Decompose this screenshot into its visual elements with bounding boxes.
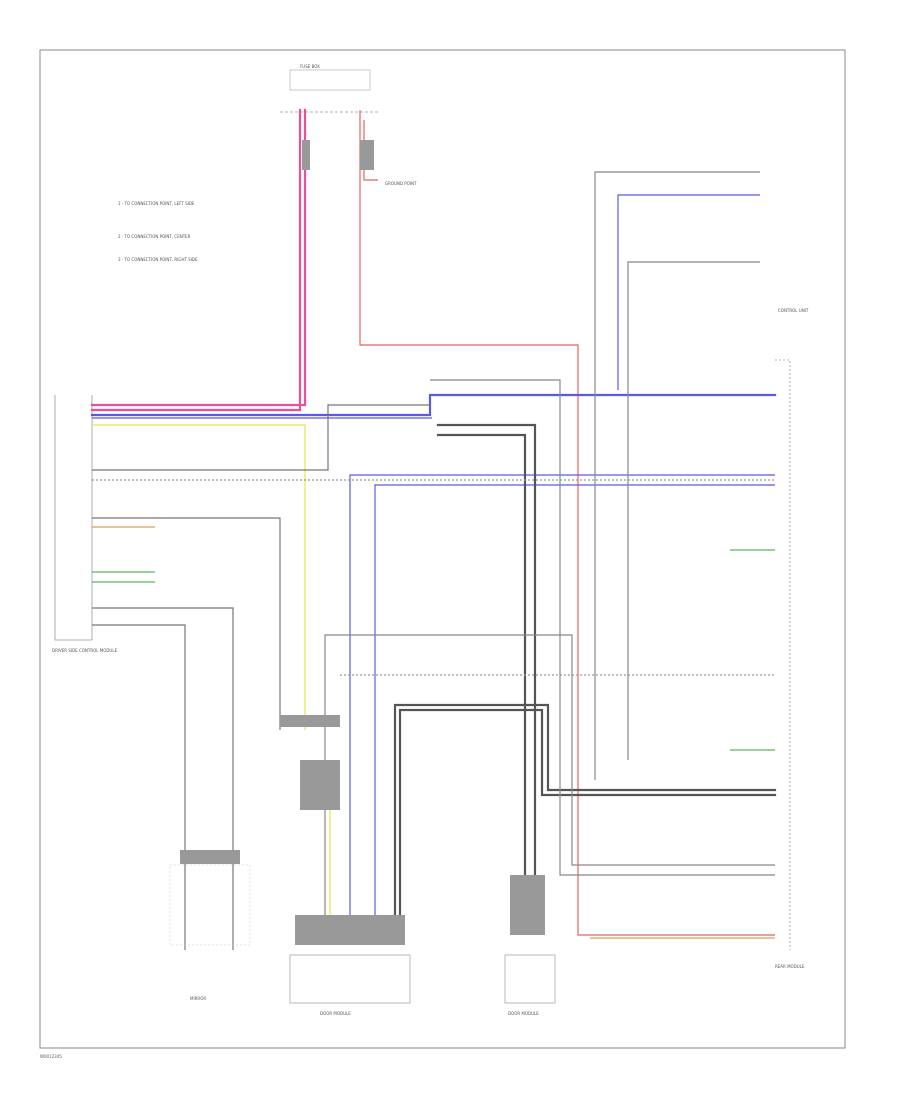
legend: 1 - TO CONNECTION POINT, LEFT SIDE 2 - T… bbox=[118, 201, 198, 262]
wire-red bbox=[359, 110, 775, 936]
right-control-unit: CONTROL UNIT REAR MODULE bbox=[775, 308, 809, 969]
right-control-unit-label: CONTROL UNIT bbox=[778, 308, 809, 313]
mirror-left-label: MIRROR bbox=[190, 996, 206, 1001]
mirror-left: MIRROR bbox=[169, 864, 251, 1001]
door-module-right-label: DOOR MODULE bbox=[508, 1011, 539, 1016]
ground-point-label: GROUND POINT bbox=[385, 181, 417, 186]
fuse-box-label: FUSE BOX bbox=[300, 64, 320, 69]
wire-grey-1 bbox=[92, 404, 430, 471]
door-module-left: DOOR MODULE bbox=[289, 954, 411, 1016]
footer-id: W0012345 bbox=[40, 1054, 62, 1059]
wire-blue-2 bbox=[349, 474, 775, 925]
diagram-frame bbox=[39, 49, 846, 1049]
right-side-ref-label: REAR MODULE bbox=[775, 964, 805, 969]
wire-black-2 bbox=[436, 433, 527, 927]
connectors bbox=[180, 140, 545, 945]
legend-item-1: 1 - TO CONNECTION POINT, LEFT SIDE bbox=[118, 201, 195, 206]
legend-item-2: 2 - TO CONNECTION POINT, CENTER bbox=[118, 234, 191, 239]
wire-blue-3 bbox=[617, 194, 760, 390]
wire-yellow bbox=[92, 424, 306, 730]
door-module-right: DOOR MODULE bbox=[504, 954, 556, 1016]
left-control-module: DRIVER SIDE CONTROL MODULE bbox=[52, 395, 118, 653]
wire-black-1 bbox=[393, 703, 777, 927]
left-module-label: DRIVER SIDE CONTROL MODULE bbox=[52, 648, 118, 653]
legend-item-3: 3 - TO CONNECTION POINT, RIGHT SIDE bbox=[118, 257, 198, 262]
wire-pink bbox=[90, 108, 307, 407]
fuse-box: FUSE BOX bbox=[280, 64, 380, 113]
door-module-left-label: DOOR MODULE bbox=[320, 1011, 351, 1016]
